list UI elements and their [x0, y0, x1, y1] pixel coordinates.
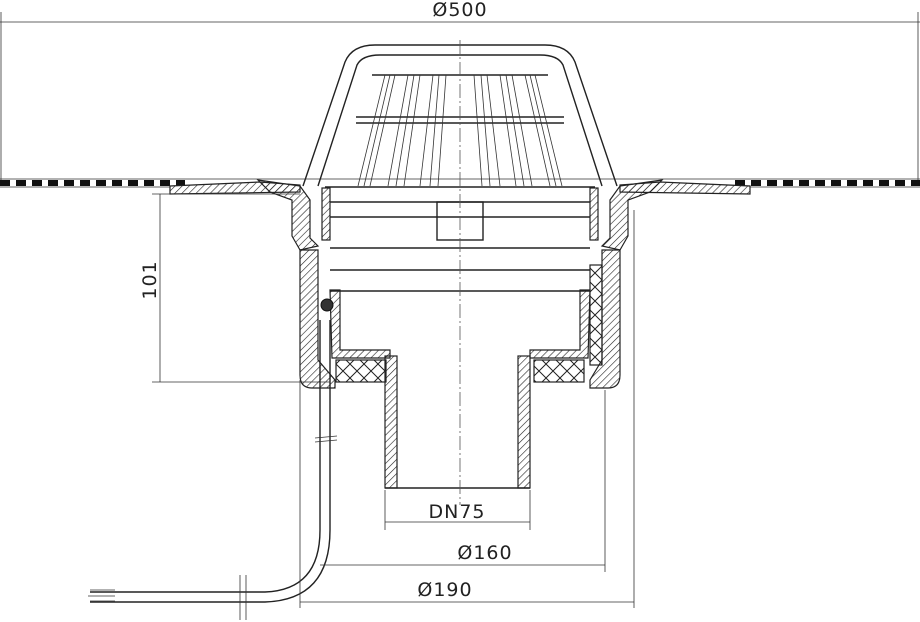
dimension-label: Ø500 [432, 0, 487, 21]
drain-body [256, 179, 664, 489]
dimension-diameter-160: Ø160 [320, 390, 606, 572]
dimension-label: DN75 [428, 501, 485, 523]
dimension-label: Ø190 [417, 579, 472, 601]
dimension-diameter-500: Ø500 [0, 0, 920, 180]
dimension-label: Ø160 [457, 542, 512, 564]
dimension-dn75: DN75 [384, 490, 531, 530]
dimension-label: 101 [139, 260, 161, 299]
heating-cable [88, 320, 338, 620]
dimension-height-101: 101 [139, 193, 330, 383]
dimension-diameter-190: Ø190 [300, 210, 635, 608]
o-ring [320, 298, 334, 312]
